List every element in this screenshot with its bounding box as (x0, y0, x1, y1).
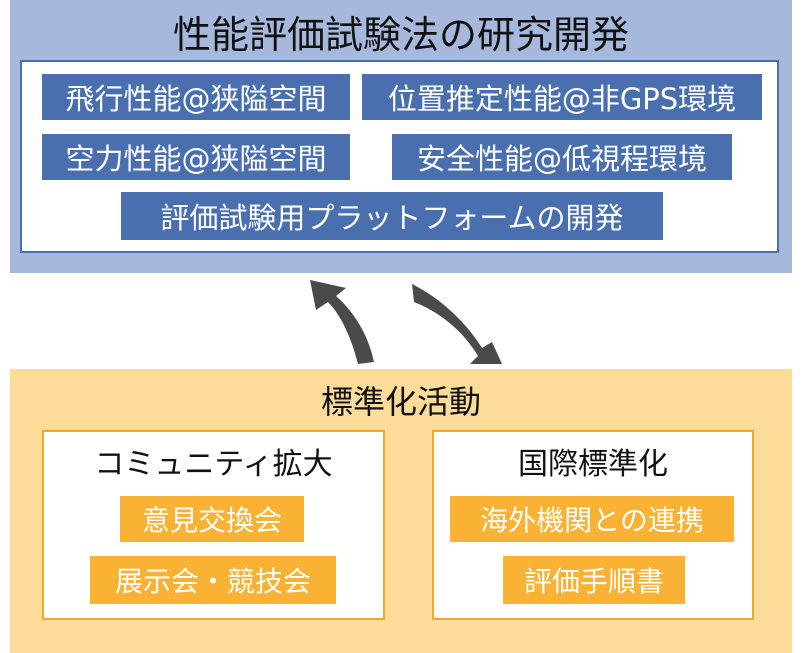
standardization-panel-title: 標準化活動 (320, 383, 481, 421)
cycle-arrows (310, 280, 502, 364)
topic-localization-performance: 位置推定性能@非GPS環境 (362, 74, 762, 120)
topic-flight-performance: 飛行性能@狭隘空間 (42, 74, 350, 120)
exhibition-competition-tag: 展示会・競技会 (90, 556, 336, 604)
cycle-arrow-down-icon (412, 284, 502, 364)
topic-aerodynamic-performance: 空力性能@狭隘空間 (42, 134, 350, 180)
evaluation-procedure-tag: 評価手順書 (503, 556, 685, 604)
topic-safety-performance: 安全性能@低視程環境 (392, 134, 732, 180)
international-standardization-title: 国際標準化 (518, 447, 668, 482)
topic-test-platform: 評価試験用プラットフォームの開発 (121, 192, 663, 240)
research-panel-title: 性能評価試験法の研究開発 (172, 12, 629, 57)
overseas-collaboration-tag: 海外機関との連携 (450, 496, 734, 542)
opinion-exchange-tag: 意見交換会 (120, 496, 304, 542)
cycle-arrow-up-icon (310, 280, 374, 364)
community-title: コミュニティ拡大 (94, 447, 333, 482)
